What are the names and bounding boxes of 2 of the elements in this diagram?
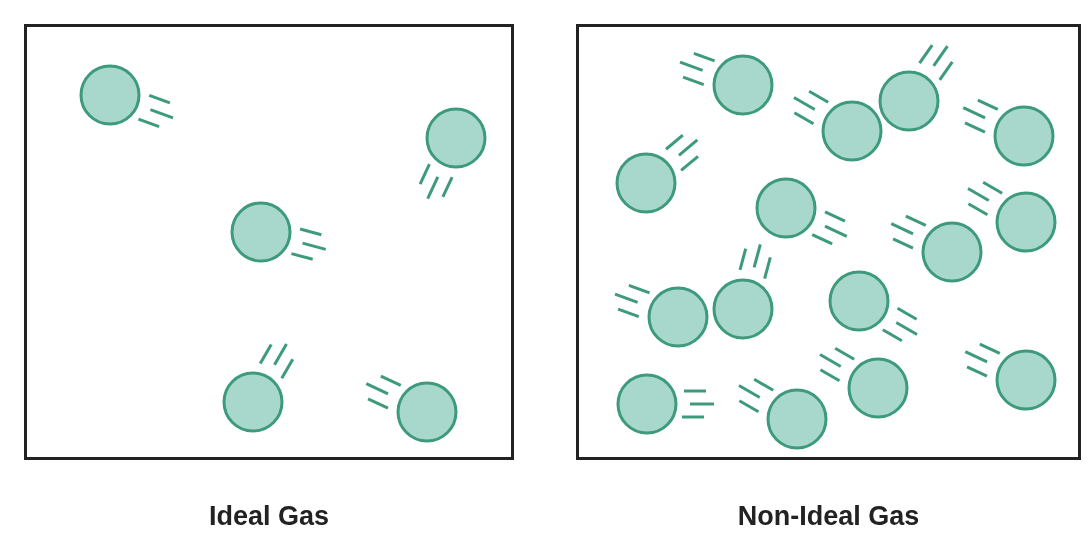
box-caption: Ideal Gas	[208, 501, 330, 531]
box-caption: Non-Ideal Gas	[737, 501, 920, 531]
